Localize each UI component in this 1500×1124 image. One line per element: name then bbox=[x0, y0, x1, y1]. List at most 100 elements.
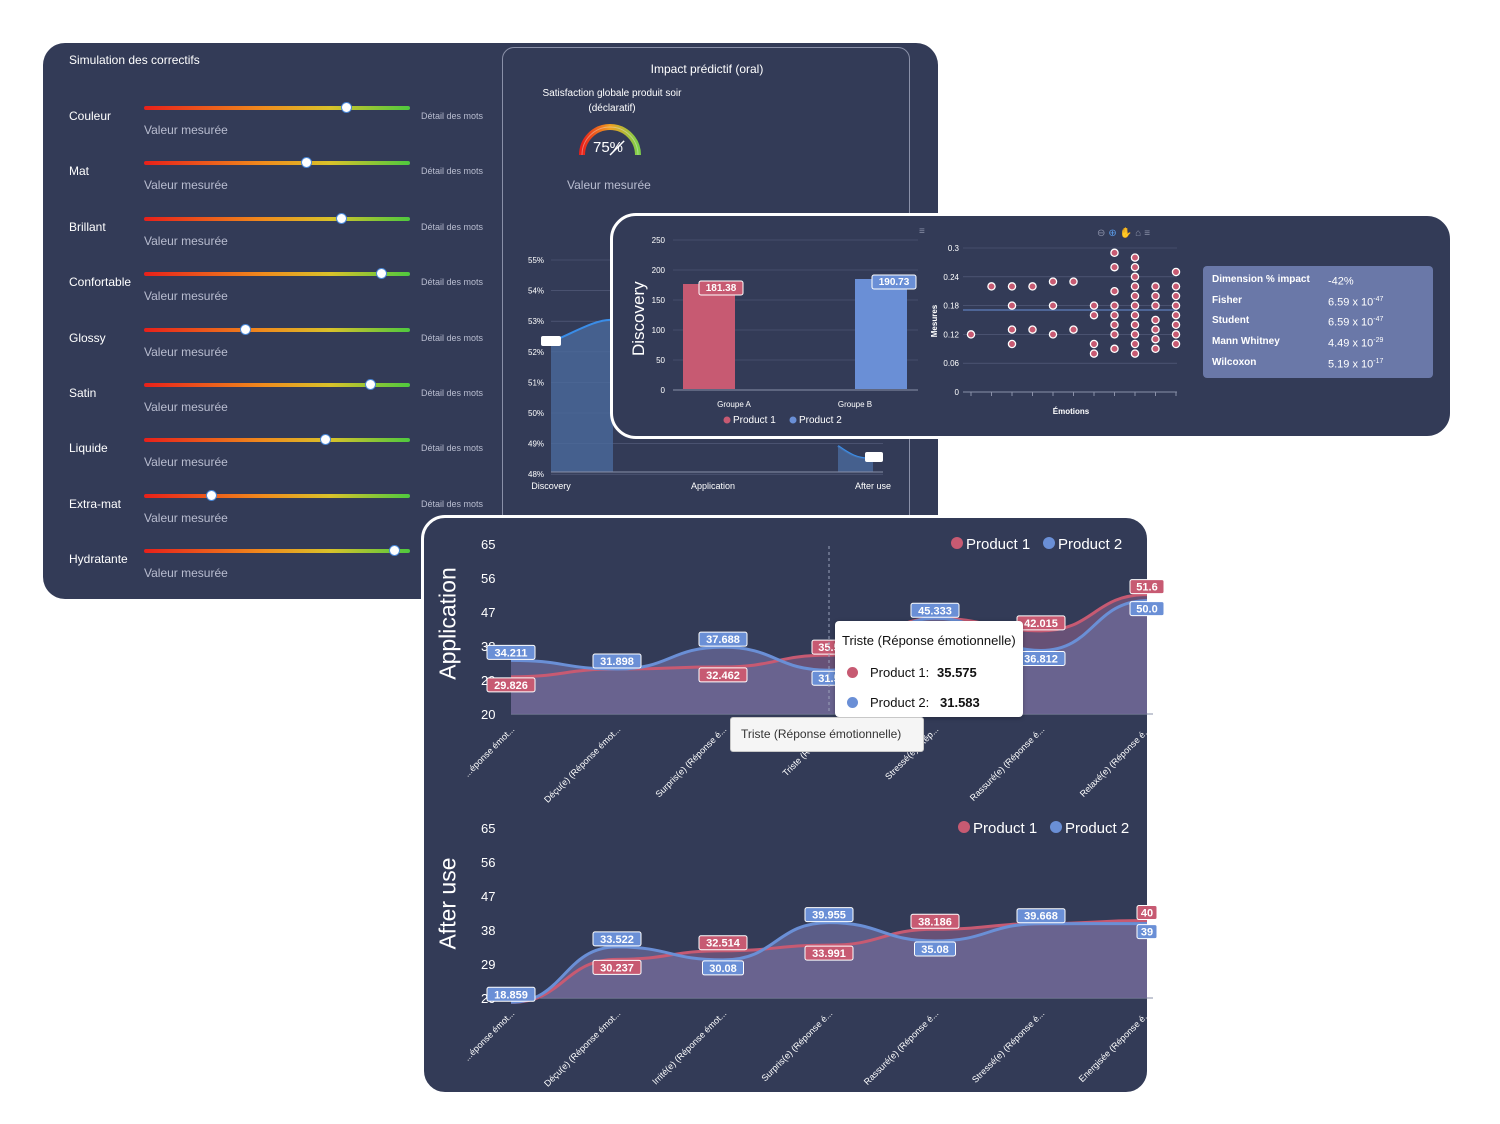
scatter-point bbox=[1089, 339, 1099, 349]
scatter-point bbox=[1171, 267, 1181, 277]
slider-track[interactable] bbox=[144, 212, 410, 224]
slider-label: Couleur bbox=[69, 109, 112, 123]
gauge-needle bbox=[609, 140, 625, 156]
tooltip-product2-marker bbox=[847, 697, 858, 708]
slider-track[interactable] bbox=[144, 268, 410, 280]
data-label-box bbox=[1016, 908, 1066, 924]
impact-y-tick: 53% bbox=[528, 317, 544, 326]
slider-track[interactable] bbox=[144, 157, 410, 169]
stat-name: Mann Whitney bbox=[1212, 336, 1280, 348]
data-label: 34.211 bbox=[494, 647, 527, 659]
zoom-out-icon[interactable]: ⊖ bbox=[1097, 228, 1109, 239]
pan-icon[interactable]: ✋ bbox=[1119, 228, 1136, 239]
series-line bbox=[510, 599, 1148, 672]
data-label: 29.826 bbox=[494, 680, 528, 692]
scatter-point bbox=[1130, 349, 1140, 358]
stat-name: Student bbox=[1212, 315, 1250, 327]
scatter-point bbox=[1048, 277, 1058, 286]
slider-handle[interactable] bbox=[365, 379, 377, 390]
impact-x-label: Application bbox=[691, 481, 735, 491]
slider-label: Hydratante bbox=[69, 552, 128, 567]
slider-track[interactable] bbox=[144, 323, 410, 335]
slider-handle[interactable] bbox=[341, 102, 353, 113]
slider-track[interactable] bbox=[144, 379, 410, 390]
data-label-box bbox=[698, 667, 748, 683]
simulation-title: Simulation des correctifs bbox=[69, 53, 200, 67]
bar-product1-groupe-a bbox=[683, 284, 735, 389]
scatter-point bbox=[1151, 325, 1160, 334]
zoom-in-icon[interactable]: ⊕ bbox=[1108, 228, 1120, 239]
stat-name: Dimension % impact bbox=[1212, 274, 1310, 285]
legend-product2: Product 2 bbox=[1065, 820, 1129, 837]
word-detail-link[interactable]: Détail des mots bbox=[421, 277, 484, 288]
bar-category-label: Groupe B bbox=[838, 400, 872, 409]
data-label-box bbox=[698, 631, 748, 647]
slider-track[interactable] bbox=[144, 434, 410, 446]
scatter-point bbox=[1171, 320, 1181, 330]
word-detail-link[interactable]: Détail des mots bbox=[421, 166, 484, 177]
scatter-point bbox=[1151, 344, 1160, 354]
gauge-title-line2: (déclaratif) bbox=[588, 103, 636, 114]
chart-toolbar[interactable]: ⊖⊕✋⌂≡ bbox=[1097, 228, 1153, 239]
scatter-point bbox=[1171, 291, 1181, 301]
scatter-point bbox=[1007, 282, 1017, 291]
impact-y-tick: 54% bbox=[528, 287, 544, 296]
y-tick-label: 47 bbox=[481, 889, 495, 904]
scatter-point bbox=[1028, 325, 1037, 334]
scatter-point bbox=[1048, 330, 1058, 339]
slider-track[interactable] bbox=[144, 102, 410, 113]
stat-value-text: 5.19 x 10 bbox=[1328, 358, 1374, 371]
scatter-y-tick: 0.06 bbox=[943, 359, 959, 368]
data-label: 18.859 bbox=[494, 989, 528, 1001]
data-label: 51.6 bbox=[1136, 582, 1157, 594]
word-detail-link[interactable]: Détail des mots bbox=[421, 221, 484, 232]
slider-handle[interactable] bbox=[375, 268, 387, 280]
slider-label: Extra-mat bbox=[69, 496, 122, 511]
slider-handle[interactable] bbox=[389, 545, 401, 557]
legend-product1-marker bbox=[958, 821, 970, 833]
scatter-point bbox=[1151, 282, 1160, 291]
tooltip-product1-marker bbox=[847, 667, 858, 678]
impact-y-tick: 50% bbox=[528, 409, 544, 418]
stat-exponent: -47 bbox=[1373, 316, 1384, 324]
menu-icon[interactable]: ≡ bbox=[1144, 228, 1154, 239]
x-axis-hover-label: Triste (Réponse émotionnelle) bbox=[730, 717, 924, 752]
scatter-point bbox=[1171, 339, 1181, 349]
x-tick-label: Rassuré(e) (Réponse é... bbox=[968, 724, 1047, 803]
stat-value: -42% bbox=[1328, 275, 1354, 288]
measured-value-label: Valeur mesurée bbox=[144, 510, 228, 525]
scatter-point bbox=[1110, 344, 1119, 354]
data-label-box bbox=[910, 602, 960, 618]
measured-value-label: Valeur mesurée bbox=[144, 400, 228, 414]
legend-product1-marker bbox=[951, 537, 963, 549]
scatter-point bbox=[1130, 330, 1140, 339]
home-icon[interactable]: ⌂ bbox=[1135, 228, 1145, 239]
word-detail-link[interactable]: Détail des mots bbox=[421, 111, 484, 121]
slider-handle[interactable] bbox=[240, 323, 252, 335]
slider-handle[interactable] bbox=[319, 434, 331, 446]
data-label-box bbox=[486, 644, 536, 660]
slider-track[interactable] bbox=[144, 545, 410, 557]
slider-track[interactable] bbox=[144, 489, 410, 501]
word-detail-link[interactable]: Détail des mots bbox=[421, 388, 484, 398]
bar-value-label: 190.73 bbox=[879, 277, 910, 288]
stat-value-text: -42% bbox=[1328, 275, 1354, 288]
legend-product2: Product 2 bbox=[799, 415, 842, 426]
stat-value: 4.49 x 10-29 bbox=[1328, 337, 1383, 350]
slider-handle[interactable] bbox=[301, 157, 313, 169]
word-detail-link[interactable]: Détail des mots bbox=[421, 443, 484, 454]
y-tick-label: 47 bbox=[481, 605, 495, 620]
x-axis-hover-text: Triste (Réponse émotionnelle) bbox=[741, 727, 902, 741]
slider-handle[interactable] bbox=[335, 212, 347, 224]
data-label-box bbox=[486, 677, 536, 693]
data-label-box bbox=[1129, 579, 1165, 595]
tooltip-product2-value: 31.583 bbox=[940, 695, 980, 710]
impact-title: Impact prédictif (oral) bbox=[650, 62, 764, 76]
bar-y-tick: 250 bbox=[652, 236, 666, 245]
x-tick-label: Stressé(e) (Réponse é... bbox=[970, 1008, 1046, 1084]
slider-handle[interactable] bbox=[205, 489, 217, 501]
word-detail-link[interactable]: Détail des mots bbox=[421, 498, 484, 509]
series-area bbox=[511, 922, 1147, 1003]
word-detail-link[interactable]: Détail des mots bbox=[421, 332, 484, 343]
bar-y-tick: 0 bbox=[661, 386, 666, 395]
